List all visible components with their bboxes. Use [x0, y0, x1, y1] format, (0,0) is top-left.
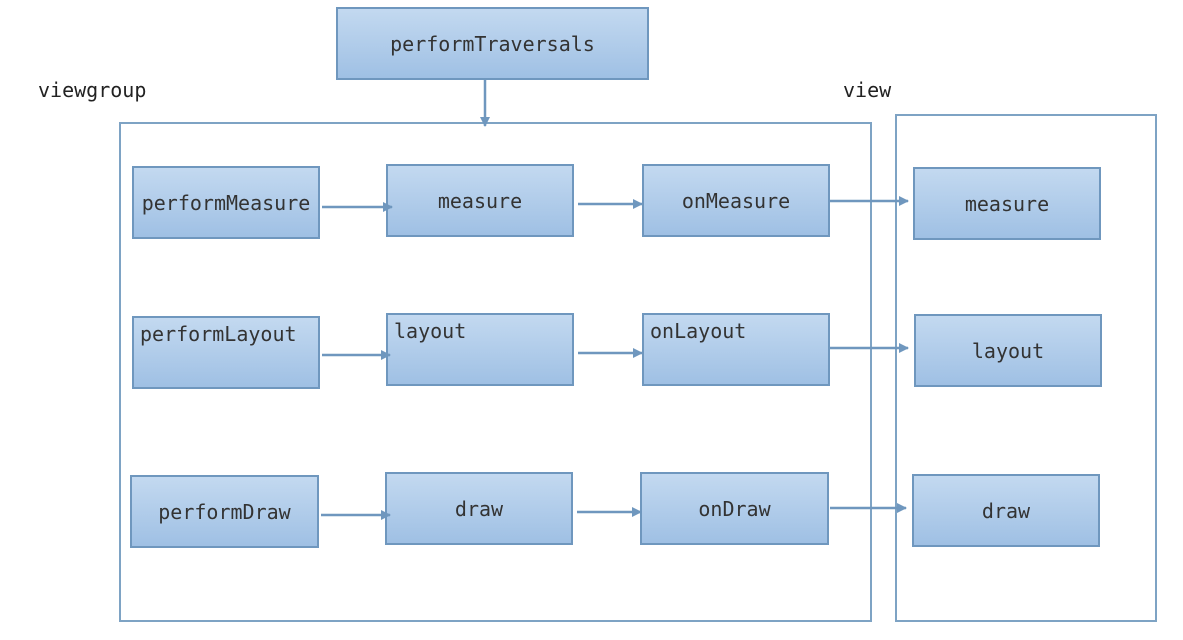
- view-measure-box: measure: [913, 167, 1101, 240]
- on-measure-box: onMeasure: [642, 164, 830, 237]
- perform-traversals-box: performTraversals: [336, 7, 649, 80]
- viewgroup-layout-box: layout: [386, 313, 574, 386]
- view-label: view: [843, 78, 892, 102]
- perform-measure-box: performMeasure: [132, 166, 320, 239]
- viewgroup-draw-box: draw: [385, 472, 573, 545]
- on-draw-box: onDraw: [640, 472, 829, 545]
- viewgroup-label: viewgroup: [38, 78, 147, 102]
- view-layout-box: layout: [914, 314, 1102, 387]
- perform-layout-box: performLayout: [132, 316, 320, 389]
- view-draw-box: draw: [912, 474, 1100, 547]
- viewgroup-measure-box: measure: [386, 164, 574, 237]
- viewgroup-container: [119, 122, 872, 622]
- view-container: [895, 114, 1157, 622]
- on-layout-box: onLayout: [642, 313, 830, 386]
- perform-draw-box: performDraw: [130, 475, 319, 548]
